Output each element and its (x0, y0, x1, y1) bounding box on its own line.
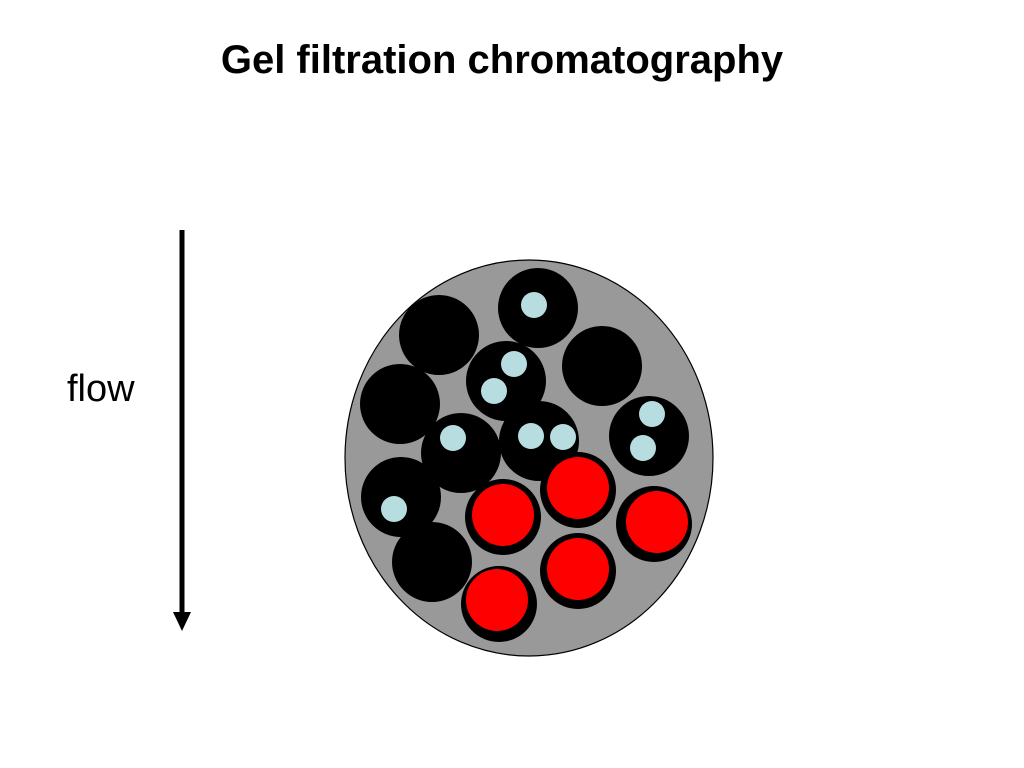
small-molecule (381, 496, 407, 522)
gel-bead (562, 326, 642, 406)
small-molecule (440, 425, 466, 451)
small-molecule (639, 401, 665, 427)
gel-beads (360, 268, 689, 602)
small-molecule (518, 423, 544, 449)
large-molecule (547, 457, 609, 519)
large-molecule (472, 484, 534, 546)
flow-arrow-head (173, 612, 191, 631)
gel-bead (361, 457, 441, 537)
gel-bead (392, 522, 472, 602)
small-molecule (501, 351, 527, 377)
small-molecules (381, 292, 665, 522)
large-molecule (547, 538, 609, 600)
small-molecule (550, 424, 576, 450)
small-molecule (481, 378, 507, 404)
large-molecule (466, 569, 528, 631)
gel-bead (360, 364, 440, 444)
large-molecules (461, 452, 692, 642)
large-molecule (626, 491, 688, 553)
flow-label: flow (67, 368, 135, 410)
flow-arrow (173, 230, 191, 631)
small-molecule (521, 292, 547, 318)
gel-bead (399, 295, 479, 375)
slide-title: Gel filtration chromatography (220, 38, 784, 82)
small-molecule (630, 435, 656, 461)
gel-bead (609, 396, 689, 476)
